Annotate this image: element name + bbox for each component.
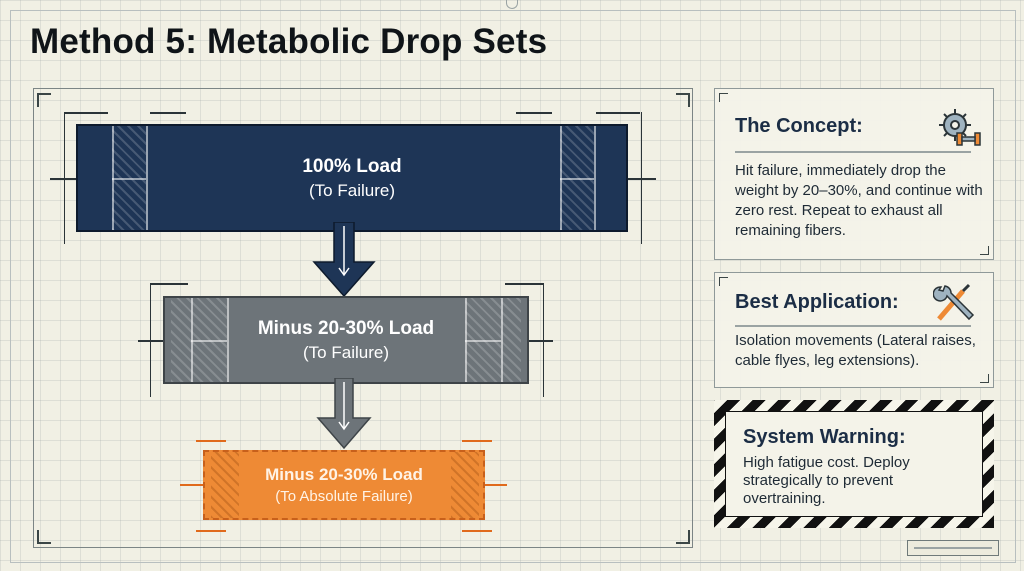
warning-card: System Warning: High fatigue cost. Deplo…	[714, 400, 994, 528]
dimension-tick	[516, 112, 552, 114]
panel-corner	[676, 93, 690, 107]
dimension-tick	[180, 484, 203, 486]
dimension-tick	[196, 530, 226, 532]
gear-dumbbell-icon	[939, 109, 981, 146]
warning-body: High fatigue cost. Deploy strategically …	[743, 454, 910, 507]
stage3-block: Minus 20-30% Load (To Absolute Failure)	[203, 450, 485, 520]
outer-frame	[10, 10, 1016, 563]
flow-panel	[33, 88, 693, 548]
panel-corner	[37, 530, 51, 544]
application-body: Isolation movements (Lateral raises, cab…	[735, 332, 976, 369]
stage3-label: Minus 20-30% Load	[265, 465, 423, 484]
panel-corner	[37, 93, 51, 107]
stage3-sublabel: (To Absolute Failure)	[275, 488, 413, 505]
card-divider	[735, 325, 971, 327]
stage2-bracket	[150, 283, 544, 397]
concept-card: The Concept: Hit failure, immediately dr…	[714, 88, 994, 260]
dimension-tick	[150, 283, 188, 285]
page-title: Method 5: Metabolic Drop Sets	[30, 22, 548, 61]
top-center-mark	[506, 0, 518, 9]
panel-corner	[676, 530, 690, 544]
dimension-tick	[462, 440, 492, 442]
stage1-sublabel: (To Failure)	[309, 180, 395, 200]
dimension-tick	[529, 340, 553, 342]
stage1-label: 100% Load	[302, 155, 402, 177]
dimension-tick	[505, 283, 543, 285]
stage1-block: 100% Load (To Failure)	[76, 124, 628, 232]
dimension-tick	[462, 530, 492, 532]
title-block-slot	[907, 540, 999, 556]
down-arrow-icon	[312, 222, 376, 298]
application-title: Best Application:	[735, 291, 899, 313]
concept-body: Hit failure, immediately drop the weight…	[735, 162, 983, 239]
application-card: Best Application: Isolation movements (L…	[714, 272, 994, 388]
dimension-tick	[196, 440, 226, 442]
concept-title: The Concept:	[735, 115, 863, 137]
stage2-sublabel: (To Failure)	[303, 342, 389, 362]
stage2-label: Minus 20-30% Load	[257, 317, 435, 339]
wrench-screwdriver-icon	[933, 283, 975, 321]
dimension-tick	[50, 178, 76, 180]
dimension-tick	[628, 178, 656, 180]
warning-title: System Warning:	[743, 426, 906, 448]
card-divider	[735, 151, 971, 153]
dimension-tick	[485, 484, 507, 486]
dimension-tick	[596, 112, 640, 114]
dimension-tick	[64, 112, 108, 114]
down-arrow-icon	[316, 378, 372, 450]
stage2-block: Minus 20-30% Load (To Failure)	[163, 296, 529, 384]
dimension-tick	[150, 112, 186, 114]
